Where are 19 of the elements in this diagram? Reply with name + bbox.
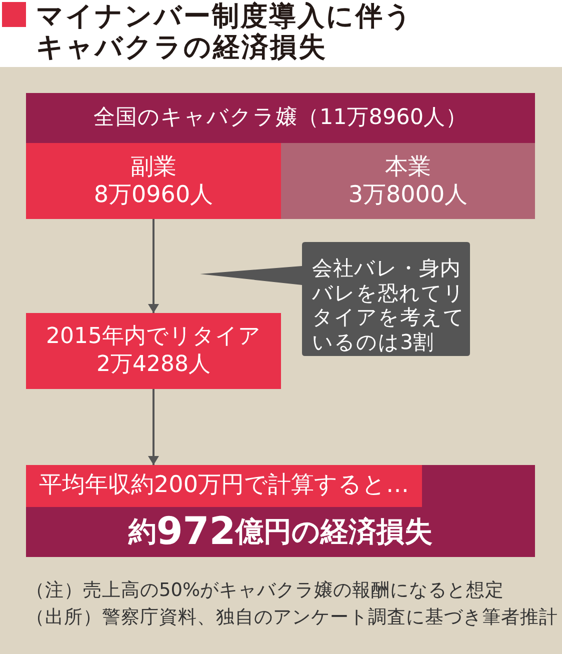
retirement-box xyxy=(26,313,281,389)
count-label: 8万0960人 xyxy=(94,181,214,209)
calculation-band: 平均年収約200万円で計算すると… xyxy=(26,465,422,507)
note-text: （注）売上高の50%がキャバクラ嬢の報酬になると想定 xyxy=(26,579,504,603)
category-box xyxy=(26,143,281,219)
category-label: 副業 xyxy=(130,153,176,181)
category-label: 本業 xyxy=(385,153,431,181)
callout-text: 会社バレ・身内バレを恐れてリタイアを考えているのは3割 xyxy=(312,256,465,354)
arrow xyxy=(148,219,159,313)
loss-band xyxy=(26,465,535,557)
note-text: （出所）警察庁資料、独自のアンケート調査に基づき筆者推計 xyxy=(26,606,558,630)
count-label: 3万8000人 xyxy=(348,181,468,209)
loss-text: 約972億円の経済損失 xyxy=(127,508,434,556)
arrow xyxy=(148,389,159,465)
header-band: 全国のキャバクラ嬢（11万8960人） xyxy=(26,93,535,143)
step-label: 2015年内でリタイア xyxy=(46,323,261,351)
title: マイナンバー制度導入に伴うキャバクラの経済損失 xyxy=(36,1,414,63)
category-box xyxy=(281,143,535,219)
count-label: 2万4288人 xyxy=(96,351,210,379)
